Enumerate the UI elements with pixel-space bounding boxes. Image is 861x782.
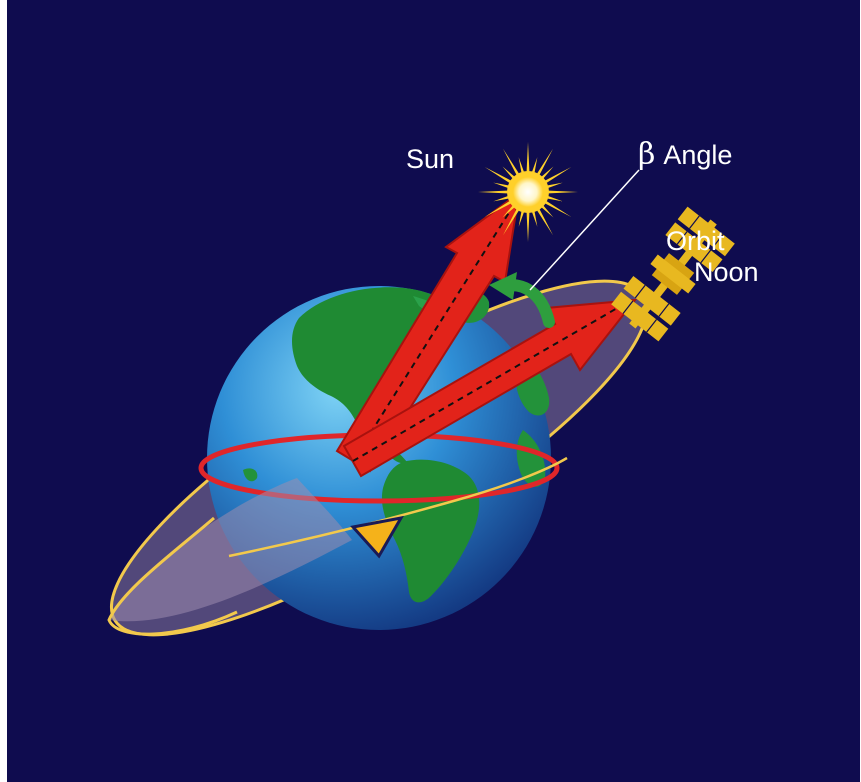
sun-label: Sun	[406, 144, 455, 174]
sun-ray	[542, 167, 572, 185]
diagram-graphic	[107, 142, 735, 637]
beta-angle-pointer-line	[529, 169, 640, 291]
sun-ray	[542, 199, 572, 217]
sun-ray	[503, 206, 521, 236]
sun-icon	[478, 142, 578, 242]
sun-ray	[535, 206, 553, 236]
sun-ray	[484, 199, 514, 217]
sun-ray	[545, 190, 578, 194]
sun-ray	[526, 142, 530, 175]
noon-label: Noon	[694, 257, 759, 287]
sun-ray	[518, 208, 525, 227]
sun-ray	[544, 195, 563, 202]
sun-ray	[502, 203, 517, 218]
sun-ray	[531, 157, 538, 176]
sun-ray	[478, 190, 511, 194]
sun-ray	[526, 209, 530, 242]
sun-ray	[484, 167, 514, 185]
orbit-label: Orbit	[666, 226, 725, 256]
sun-ray	[502, 166, 517, 181]
sun-ray	[503, 148, 521, 178]
space-station-icon	[611, 206, 735, 342]
beta-angle-arrow	[489, 272, 555, 328]
orbit-plane-front	[107, 456, 568, 636]
sun-ray	[493, 195, 512, 202]
sun-ray	[539, 166, 554, 181]
sun-ray	[518, 157, 525, 176]
sun-ray	[544, 182, 563, 189]
sun-ray	[531, 208, 538, 227]
sun-ray	[493, 182, 512, 189]
triangle-marker-icon	[350, 515, 404, 559]
sun-ray	[535, 148, 553, 178]
beta-angle-word: Angle	[663, 140, 733, 170]
beta-symbol: β	[638, 137, 656, 172]
sun-ray	[539, 203, 554, 218]
